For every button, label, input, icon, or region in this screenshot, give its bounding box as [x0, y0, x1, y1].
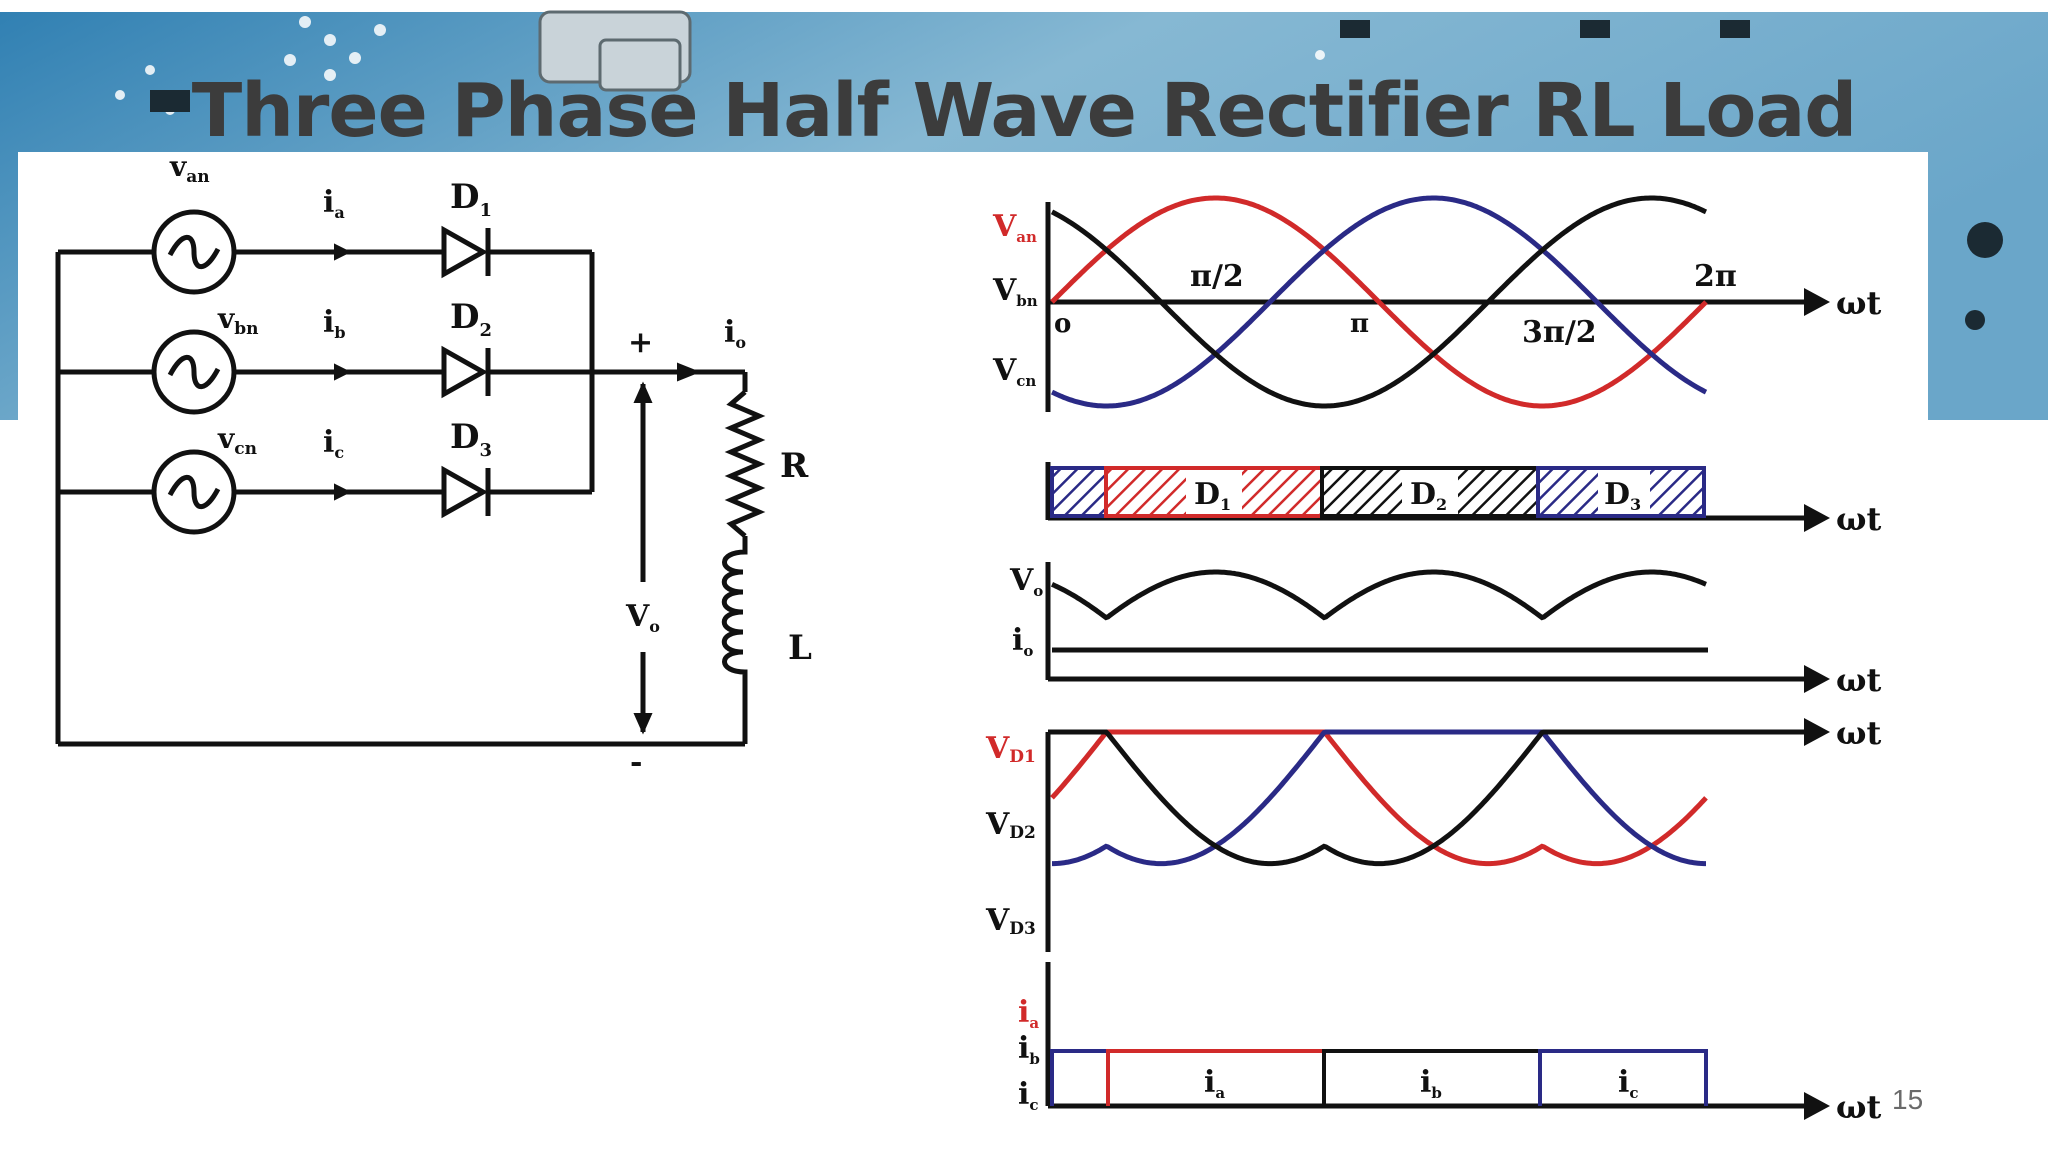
conduction-panel — [1045, 462, 1830, 532]
diode-d3-icon — [441, 465, 489, 519]
current-label-a: ia — [323, 185, 345, 222]
source-label-c: vcn — [217, 422, 257, 459]
label-vd2: VD2 — [985, 807, 1036, 843]
phase-c-branch — [58, 449, 592, 535]
label-van: Van — [992, 209, 1037, 246]
current-label-c: ic — [323, 425, 344, 462]
vbn-waveform — [1050, 195, 1708, 409]
content-panel: van vbn vcn ia ib ic D1 D2 D3 io + - Vo … — [18, 152, 1928, 1152]
label-vd1: VD1 — [985, 731, 1036, 767]
diode-d2-icon — [441, 345, 489, 399]
resistor-label: R — [780, 446, 809, 486]
waveform-diagram: Van Vbn Vcn o π/2 π 3π/2 2π ωt ωt ωt ωt … — [985, 195, 1881, 1126]
label-ic: ic — [1018, 1077, 1039, 1114]
d3-conduction-start — [1050, 466, 1108, 518]
angle-0: o — [1054, 309, 1071, 339]
label-vd3: VD3 — [985, 903, 1036, 939]
label-io: io — [1012, 623, 1033, 660]
axis-label-4: ωt — [1836, 714, 1881, 752]
vd2-waveform — [1052, 729, 1706, 867]
axis-label-1: ωt — [1836, 284, 1881, 322]
page-number: 15 — [1892, 1084, 1924, 1115]
label-vcn: Vcn — [992, 353, 1036, 390]
label-vo: Vo — [1009, 563, 1043, 600]
source-label-a: van — [169, 152, 210, 187]
phase-current-panel — [1045, 962, 1830, 1120]
ic-pulse-start — [1050, 1049, 1110, 1106]
current-label-b: ib — [323, 305, 346, 342]
inductor-icon — [721, 536, 748, 744]
phase-a-branch — [58, 209, 592, 295]
inductor-label: L — [788, 628, 812, 668]
conduction-label-d1: D1 — [1194, 477, 1231, 514]
diode-label-d3: D3 — [450, 417, 492, 461]
van-waveform — [1050, 195, 1708, 409]
vcn-waveform — [1050, 195, 1708, 409]
phase-voltage-panel — [1045, 195, 1830, 412]
axis-label-3: ωt — [1836, 661, 1881, 699]
diode-label-d1: D1 — [450, 177, 492, 221]
minus-sign: - — [630, 745, 642, 780]
output-panel — [1045, 562, 1830, 693]
conduction-label-d2: D2 — [1410, 477, 1447, 514]
pulse-label-ia: ia — [1204, 1065, 1225, 1102]
slide-title: Three Phase Half Wave Rectifier RL Load — [191, 68, 1858, 154]
ic-pulse — [1538, 1049, 1708, 1106]
axis-label-5: ωt — [1836, 1088, 1881, 1126]
angle-3pi-2: 3π/2 — [1522, 315, 1597, 350]
pulse-label-ic: ic — [1618, 1065, 1639, 1102]
diode-label-d2: D2 — [450, 297, 492, 341]
output-voltage-label: Vo — [625, 599, 660, 636]
angle-pi: π — [1350, 309, 1369, 339]
phase-b-branch — [58, 329, 745, 415]
label-ib: ib — [1018, 1031, 1040, 1068]
conduction-label-d3: D3 — [1604, 477, 1641, 514]
angle-pi-2: π/2 — [1190, 259, 1244, 294]
source-label-b: vbn — [217, 302, 259, 339]
label-ia: ia — [1018, 995, 1039, 1032]
axis-label-2: ωt — [1836, 500, 1881, 538]
resistor-icon — [724, 390, 766, 538]
label-vbn: Vbn — [992, 273, 1038, 310]
vd3-waveform — [1052, 729, 1706, 867]
diode-d1-icon — [441, 225, 489, 279]
vo-waveform — [1050, 569, 1707, 621]
angle-2pi: 2π — [1694, 259, 1737, 294]
plus-sign: + — [628, 325, 653, 360]
output-current-label: io — [724, 315, 746, 352]
diode-voltage-panel — [1045, 718, 1830, 952]
pulse-label-ib: ib — [1420, 1065, 1442, 1102]
vd1-waveform — [1050, 729, 1708, 867]
rectifier-circuit: van vbn vcn ia ib ic D1 D2 D3 io + - Vo … — [55, 152, 812, 780]
